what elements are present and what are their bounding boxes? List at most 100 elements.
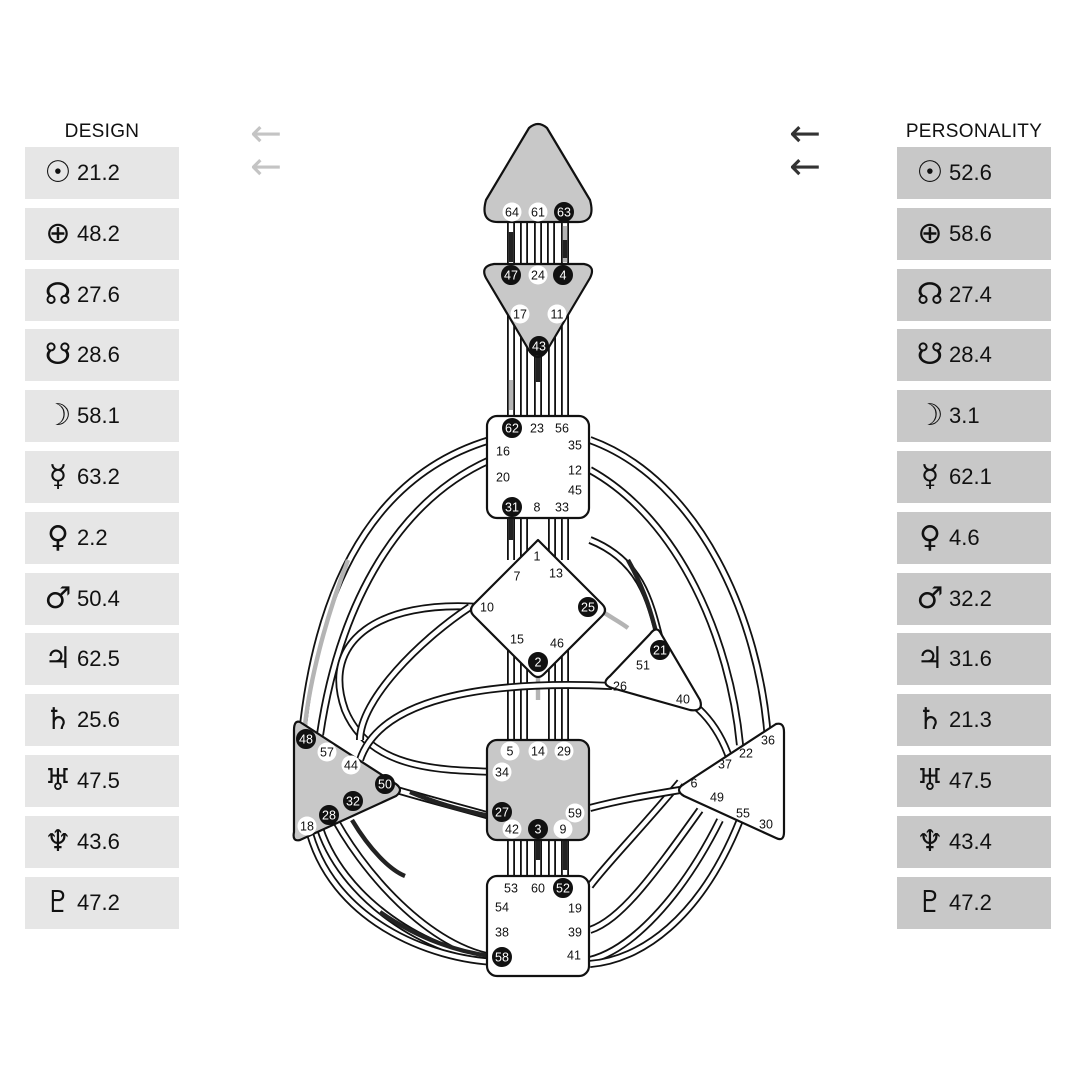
- personality-planet-row[interactable]: ☋28.4: [897, 329, 1051, 382]
- design-planet-row[interactable]: ♂50.4: [25, 572, 179, 625]
- gate-37-label[interactable]: 37: [718, 758, 732, 772]
- gate-54-label[interactable]: 54: [495, 901, 509, 915]
- gate-22-label[interactable]: 22: [739, 747, 753, 761]
- personality-planet-row[interactable]: ♆43.4: [897, 815, 1051, 868]
- design-planet-row[interactable]: ⊕48.2: [25, 207, 179, 260]
- gate-14-label[interactable]: 14: [531, 745, 545, 759]
- gate-55-label[interactable]: 55: [736, 807, 750, 821]
- design-arrow-left-icon[interactable]: ←: [250, 144, 282, 188]
- gate-24-label[interactable]: 24: [531, 269, 545, 283]
- design-planet-row[interactable]: ☉21.2: [25, 147, 179, 199]
- personality-planet-row[interactable]: ♄21.3: [897, 694, 1051, 747]
- design-planet-row[interactable]: ♃62.5: [25, 633, 179, 686]
- gate-33-label[interactable]: 33: [555, 501, 569, 515]
- gate-15-label[interactable]: 15: [510, 633, 524, 647]
- gate-45-label[interactable]: 45: [568, 484, 582, 498]
- gate-7-label[interactable]: 7: [514, 570, 521, 584]
- gate-11-label[interactable]: 11: [551, 308, 564, 322]
- gate-44-label[interactable]: 44: [344, 759, 358, 773]
- gate-32-label[interactable]: 32: [346, 795, 360, 809]
- gate-40-label[interactable]: 40: [676, 693, 690, 707]
- gate-47-label[interactable]: 47: [504, 269, 518, 283]
- gate-1-label[interactable]: 1: [534, 550, 541, 564]
- personality-planet-row[interactable]: ⊕58.6: [897, 207, 1051, 260]
- design-planet-row[interactable]: ♅47.5: [25, 754, 179, 807]
- ajna-center[interactable]: [483, 262, 594, 359]
- gate-58-label[interactable]: 58: [495, 951, 509, 965]
- gate-46-label[interactable]: 46: [550, 637, 564, 651]
- personality-arrow-left-icon[interactable]: ←: [789, 144, 821, 188]
- gate-61-label[interactable]: 61: [531, 206, 545, 220]
- gate-26-label[interactable]: 26: [613, 680, 627, 694]
- design-planet-row[interactable]: ♇47.2: [25, 876, 179, 929]
- g-center[interactable]: [469, 538, 607, 679]
- gate-41-label[interactable]: 41: [567, 949, 581, 963]
- gate-53-label[interactable]: 53: [504, 882, 518, 896]
- gate-4-label[interactable]: 4: [560, 269, 567, 283]
- heart-center[interactable]: [604, 628, 702, 712]
- gate-13-label[interactable]: 13: [549, 567, 563, 581]
- gate-42-label[interactable]: 42: [505, 823, 519, 837]
- gate-6-label[interactable]: 6: [691, 777, 698, 791]
- personality-planet-row[interactable]: ☊27.4: [897, 268, 1051, 321]
- personality-planet-row[interactable]: ♇47.2: [897, 876, 1051, 929]
- gate-36-label[interactable]: 36: [761, 734, 775, 748]
- throat-center[interactable]: [485, 414, 591, 520]
- gate-49-label[interactable]: 49: [710, 791, 724, 805]
- gate-51-label[interactable]: 51: [636, 659, 650, 673]
- gate-9-label[interactable]: 9: [560, 823, 567, 837]
- sacral-center[interactable]: [485, 738, 591, 842]
- gate-28-label[interactable]: 28: [322, 809, 336, 823]
- gate-23-label[interactable]: 23: [530, 422, 544, 436]
- personality-planet-row[interactable]: ♃31.6: [897, 633, 1051, 686]
- gate-43-label[interactable]: 43: [532, 340, 546, 354]
- gate-5-label[interactable]: 5: [507, 745, 514, 759]
- personality-planet-row[interactable]: ☿62.1: [897, 450, 1051, 503]
- gate-35-label[interactable]: 35: [568, 439, 582, 453]
- solar-plexus-center[interactable]: [677, 722, 786, 841]
- gate-56-label[interactable]: 56: [555, 422, 569, 436]
- design-planet-row[interactable]: ☽58.1: [25, 390, 179, 443]
- personality-arrow-left-icon[interactable]: ←: [789, 111, 821, 155]
- personality-planet-row[interactable]: ♂32.2: [897, 572, 1051, 625]
- gate-38-label[interactable]: 38: [495, 926, 509, 940]
- gate-18-label[interactable]: 18: [300, 820, 314, 834]
- gate-50-label[interactable]: 50: [378, 778, 392, 792]
- gate-12-label[interactable]: 12: [568, 464, 582, 478]
- gate-16-label[interactable]: 16: [496, 445, 510, 459]
- gate-60-label[interactable]: 60: [531, 882, 545, 896]
- gate-31-label[interactable]: 31: [505, 501, 519, 515]
- design-arrow-left-icon[interactable]: ←: [250, 111, 282, 155]
- gate-59-label[interactable]: 59: [568, 807, 582, 821]
- gate-64-label[interactable]: 64: [505, 206, 519, 220]
- personality-planet-row[interactable]: ☉52.6: [897, 147, 1051, 199]
- personality-planet-row[interactable]: ♅47.5: [897, 754, 1051, 807]
- gate-19-label[interactable]: 19: [568, 902, 582, 916]
- design-planet-row[interactable]: ☋28.6: [25, 329, 179, 382]
- gate-30-label[interactable]: 30: [759, 818, 773, 832]
- gate-8-label[interactable]: 8: [534, 501, 541, 515]
- gate-21-label[interactable]: 21: [653, 644, 667, 658]
- design-planet-row[interactable]: ♀2.2: [25, 511, 179, 564]
- gate-10-label[interactable]: 10: [480, 601, 494, 615]
- gate-17-label[interactable]: 17: [513, 308, 527, 322]
- gate-52-label[interactable]: 52: [556, 882, 570, 896]
- design-planet-row[interactable]: ☿63.2: [25, 450, 179, 503]
- personality-planet-row[interactable]: ♀4.6: [897, 511, 1051, 564]
- gate-62-label[interactable]: 62: [505, 422, 519, 436]
- gate-29-label[interactable]: 29: [557, 745, 571, 759]
- design-planet-row[interactable]: ♄25.6: [25, 694, 179, 747]
- root-center[interactable]: [485, 874, 591, 978]
- gate-20-label[interactable]: 20: [496, 471, 510, 485]
- gate-39-label[interactable]: 39: [568, 926, 582, 940]
- gate-25-label[interactable]: 25: [581, 601, 595, 615]
- design-planet-row[interactable]: ☊27.6: [25, 268, 179, 321]
- gate-48-label[interactable]: 48: [299, 733, 313, 747]
- gate-27-label[interactable]: 27: [495, 806, 509, 820]
- gate-34-label[interactable]: 34: [495, 766, 509, 780]
- head-center[interactable]: [483, 122, 593, 224]
- design-planet-row[interactable]: ♆43.6: [25, 815, 179, 868]
- gate-3-label[interactable]: 3: [535, 823, 542, 837]
- gate-57-label[interactable]: 57: [320, 746, 334, 760]
- gate-63-label[interactable]: 63: [557, 206, 571, 220]
